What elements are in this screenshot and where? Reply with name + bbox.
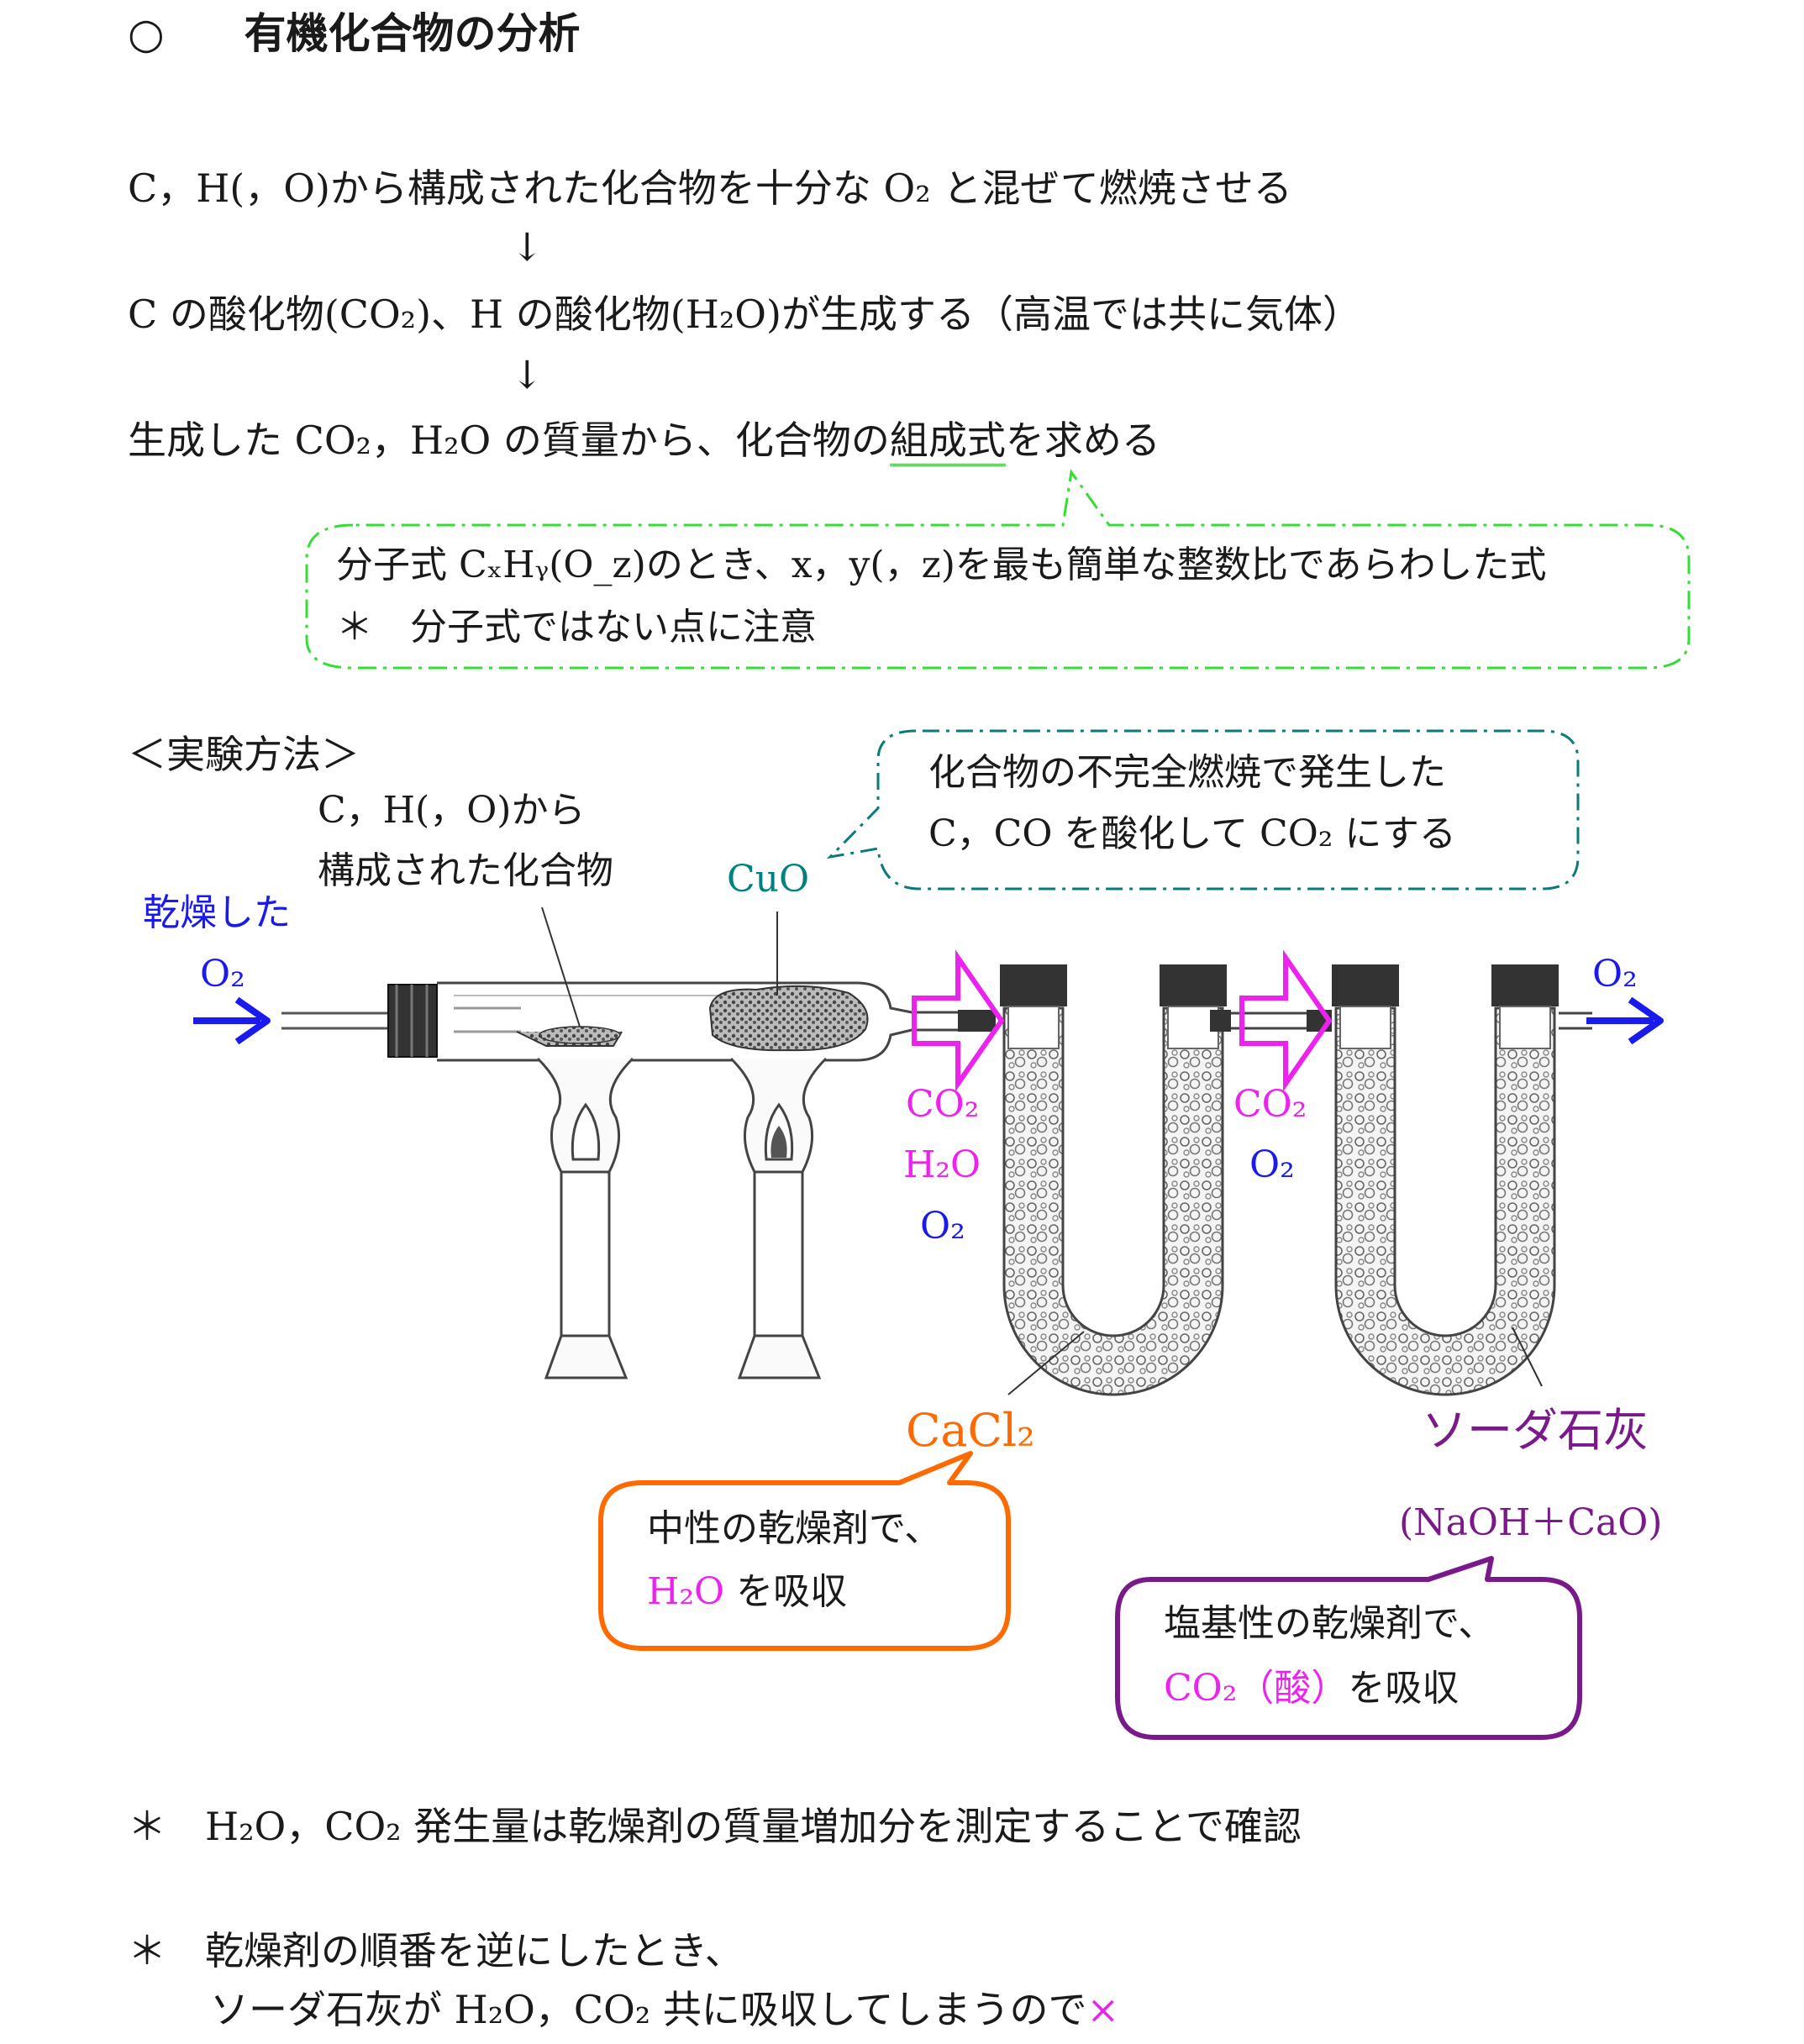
flow-step-2: C の酸化物(CO₂)、H の酸化物(H₂O)が生成する（高温では共に気体）	[128, 292, 1361, 337]
cuo-label: CuO	[727, 858, 810, 901]
inlet-tube	[281, 1011, 388, 1030]
cuo-note-bubble	[826, 729, 1580, 891]
sample-boat	[516, 1026, 623, 1047]
sodalime-note-line-2: CO₂（酸）を吸収	[1164, 1667, 1460, 1710]
cacl2-note-rest: を吸収	[724, 1570, 848, 1613]
compound-label-2: 構成された化合物	[318, 849, 613, 892]
flow-step-1: C，H(，O)から構成された化合物を十分な O₂ と混ぜて燃焼させる	[128, 166, 1292, 211]
definition-bubble	[305, 469, 1691, 670]
gas2-co2: CO₂	[1233, 1083, 1307, 1126]
page-heading: ○ 有機化合物の分析	[128, 9, 581, 59]
flow-step-3: 生成した CO₂，H₂O の質量から、化合物の組成式を求める	[128, 418, 1160, 466]
heading-title: 有機化合物の分析	[244, 9, 581, 58]
sodalime-note-rest: を吸収	[1348, 1667, 1460, 1710]
gas1-co2: CO₂	[906, 1083, 980, 1126]
sodalime-note-co2: CO₂（酸）	[1164, 1667, 1349, 1710]
combustion-tube	[437, 981, 962, 1062]
cacl2-label: CaCl₂	[906, 1404, 1035, 1457]
note-2-line-1: ＊ 乾燥剤の順番を逆にしたとき、	[128, 1928, 744, 1973]
burner-2	[729, 1057, 828, 1379]
gas1-h2o: H₂O	[903, 1143, 981, 1186]
outlet-arrow	[1586, 996, 1664, 1045]
stopper	[387, 984, 438, 1058]
u-tube-cacl2	[1000, 964, 1227, 1396]
cacl2-note-h2o: H₂O	[647, 1570, 725, 1613]
method-heading: ＜実験方法＞	[128, 732, 360, 777]
gas-flow-arrow-2	[1239, 949, 1333, 1092]
heading-marker: ○	[128, 9, 165, 58]
cuo-packing	[708, 985, 869, 1052]
note-1: ＊ H₂O，CO₂ 発生量は乾燥剤の質量増加分を測定することで確認	[128, 1804, 1302, 1849]
compound-label-1: C，H(，O)から	[318, 789, 586, 832]
note-2-line-2: ソーダ石灰が H₂O，CO₂ 共に吸収してしまうので×	[210, 1988, 1119, 2032]
gas1-o2: O₂	[920, 1205, 965, 1248]
connector-2	[1210, 1010, 1332, 1032]
definition-line-1: 分子式 CₓHᵧ(O_z)のとき、x，y(，z)を最も簡単な整数比であらわした式	[336, 544, 1547, 586]
flow-arrow-2: ↓	[511, 352, 544, 397]
sodalime-label: ソーダ石灰	[1422, 1404, 1649, 1457]
gas-flow-arrow-1	[912, 949, 1005, 1092]
flow-step-3-post: を求める	[1005, 418, 1160, 463]
flow-arrow-1: ↓	[511, 224, 544, 270]
composition-formula-term: 組成式	[889, 418, 1006, 466]
dry-label: 乾燥した	[143, 891, 291, 934]
burner-1	[536, 1057, 634, 1379]
sodalime-formula: (NaOH＋CaO)	[1399, 1501, 1663, 1544]
cuo-note-line-2: C，CO を酸化して CO₂ にする	[928, 812, 1456, 855]
cacl2-note-line-2: H₂O を吸収	[647, 1570, 848, 1614]
connector-1	[958, 1010, 996, 1032]
sodalime-note-bubble	[1115, 1556, 1582, 1740]
inlet-arrow	[193, 996, 271, 1045]
cacl2-note-bubble	[598, 1451, 1011, 1651]
gas2-o2: O₂	[1249, 1143, 1295, 1186]
cuo-note-line-1: 化合物の不完全燃焼で発生した	[928, 751, 1446, 794]
cacl2-note-line-1: 中性の乾燥剤で、	[647, 1507, 942, 1550]
u-tube-sodalime	[1332, 964, 1592, 1396]
flow-step-3-pre: 生成した CO₂，H₂O の質量から、化合物の	[128, 418, 890, 463]
compound-pointer	[541, 906, 581, 1027]
note-2-text: ソーダ石灰が H₂O，CO₂ 共に吸収してしまうので	[210, 1987, 1087, 2032]
o2-inlet-label: O₂	[200, 953, 245, 996]
sodalime-note-line-1: 塩基性の乾燥剤で、	[1164, 1602, 1496, 1645]
wrong-mark: ×	[1086, 1987, 1120, 2032]
definition-line-2: ＊ 分子式ではない点に注意	[336, 606, 817, 649]
o2-outlet-label: O₂	[1592, 953, 1638, 996]
